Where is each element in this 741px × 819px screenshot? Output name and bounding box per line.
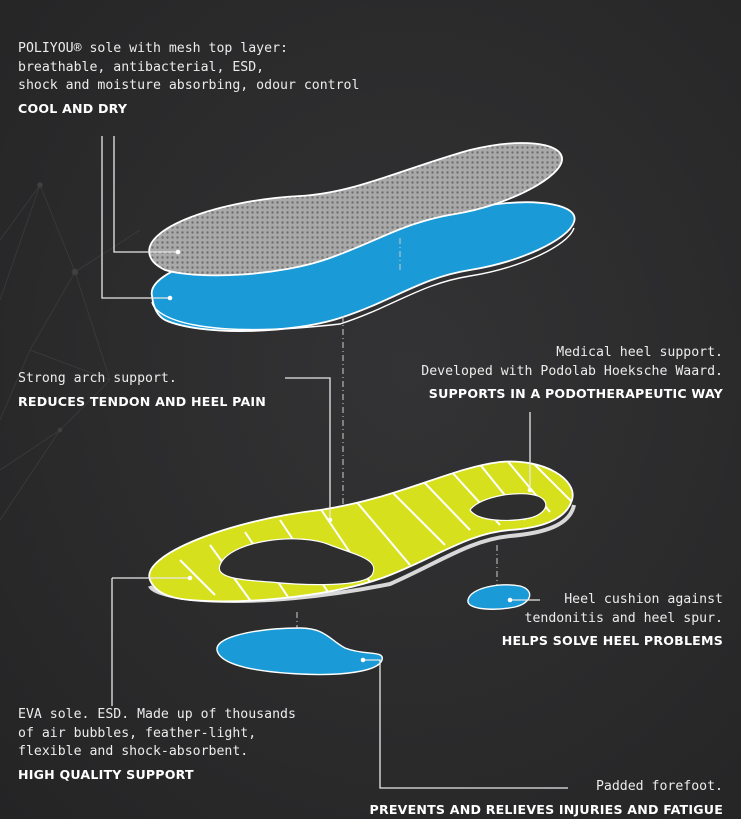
arch-support-headline: REDUCES TENDON AND HEEL PAIN (18, 393, 266, 412)
heel-cushion-headline: HELPS SOLVE HEEL PROBLEMS (502, 632, 723, 651)
heel-support-headline: SUPPORTS IN A PODOTHERAPEUTIC WAY (421, 385, 723, 404)
heel-cushion-line-1: Heel cushion against (502, 591, 723, 610)
forefoot-pad (217, 628, 382, 674)
arch-support-line-1: Strong arch support. (18, 370, 266, 389)
eva-sole-headline: HIGH QUALITY SUPPORT (18, 766, 296, 785)
annotation-arch-support: Strong arch support. REDUCES TENDON AND … (18, 370, 266, 411)
annotation-top-layer: POLIYOU® sole with mesh top layer: breat… (18, 40, 359, 118)
heel-support-line-1: Medical heel support. (421, 344, 723, 363)
forefoot-line-1: Padded forefoot. (370, 778, 723, 797)
eva-sole-line-1: EVA sole. ESD. Made up of thousands (18, 706, 296, 725)
background-network-lines (0, 183, 140, 521)
top-layer-line-3: shock and moisture absorbing, odour cont… (18, 77, 359, 96)
heel-cushion-line-2: tendonitis and heel spur. (502, 610, 723, 629)
forefoot-headline: PREVENTS AND RELIEVES INJURIES AND FATIG… (370, 801, 723, 819)
heel-support-line-2: Developed with Podolab Hoeksche Waard. (421, 363, 723, 382)
annotation-eva-sole: EVA sole. ESD. Made up of thousands of a… (18, 706, 296, 784)
eva-sole-line-2: of air bubbles, feather-light, (18, 725, 296, 744)
top-layer-line-2: breathable, antibacterial, ESD, (18, 59, 359, 78)
annotation-heel-support: Medical heel support. Developed with Pod… (421, 344, 723, 404)
annotation-forefoot: Padded forefoot. PREVENTS AND RELIEVES I… (370, 778, 723, 819)
top-layer-line-1: POLIYOU® sole with mesh top layer: (18, 40, 359, 59)
eva-sole-line-3: flexible and shock-absorbent. (18, 743, 296, 762)
yellow-arch-support-sole (149, 458, 575, 601)
annotation-heel-cushion: Heel cushion against tendonitis and heel… (502, 591, 723, 651)
top-layer-headline: COOL AND DRY (18, 100, 359, 119)
